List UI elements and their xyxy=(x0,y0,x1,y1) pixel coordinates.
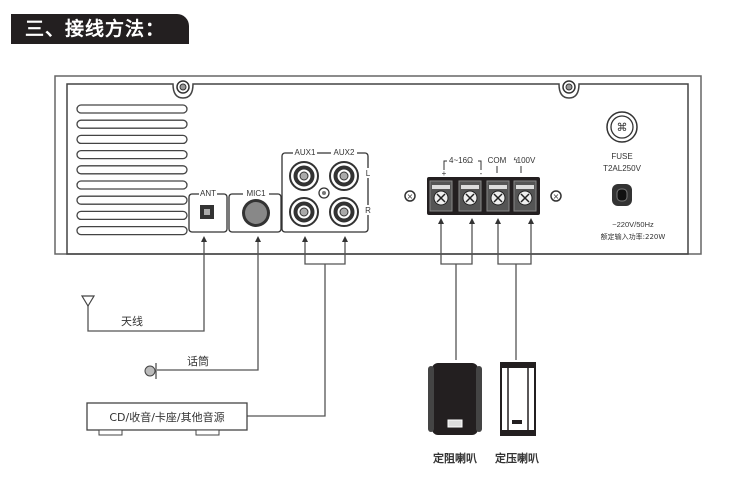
minus-label: - xyxy=(480,169,483,178)
lightning-icon: ϟ xyxy=(513,156,518,165)
mic-label: MIC1 xyxy=(246,189,266,198)
audio-source-label: CD/收音/卡座/其他音源 xyxy=(109,410,224,424)
right-channel-label: R xyxy=(365,206,371,215)
svg-text:⌘: ⌘ xyxy=(617,121,628,134)
vent-slot xyxy=(76,225,188,236)
ant-label: ANT xyxy=(200,189,216,198)
rca-jack-icon[interactable] xyxy=(329,161,359,191)
antenna-icon xyxy=(80,295,96,308)
rca-jack-icon[interactable] xyxy=(289,161,319,191)
vent-slot xyxy=(76,134,188,145)
section-title: 三、接线方法： xyxy=(11,14,189,44)
audio-source-device xyxy=(86,402,248,431)
aux2-label: AUX2 xyxy=(334,148,355,157)
vent-slot xyxy=(76,165,188,175)
vent-slot xyxy=(76,210,188,221)
wiring-lines xyxy=(87,222,532,417)
voltage-speaker-label: 定压喇叭 xyxy=(495,451,539,465)
screw-icon xyxy=(562,80,576,94)
rca-jack-icon[interactable] xyxy=(329,197,359,227)
microphone-icon xyxy=(144,363,157,379)
svg-text:×: × xyxy=(407,192,414,201)
screw-icon xyxy=(176,80,190,94)
microphone-label: 话筒 xyxy=(187,354,209,368)
rca-jack-icon[interactable] xyxy=(289,197,319,227)
vent-slot xyxy=(76,149,188,160)
svg-text:×: × xyxy=(553,192,560,201)
vent-slot xyxy=(76,119,188,129)
rated-power: 额定输入功率:220W xyxy=(601,232,666,241)
plus-label: + xyxy=(442,169,447,178)
antenna-label: 天线 xyxy=(121,314,143,328)
left-channel-label: L xyxy=(366,169,371,178)
aux-port-box xyxy=(281,152,369,233)
v100-label: 100V xyxy=(517,156,536,165)
terminal-screw-icon[interactable] xyxy=(458,180,482,212)
voltage-speaker-icon xyxy=(500,362,536,436)
fuse-rating: T2AL250V xyxy=(603,164,641,173)
aux1-label: AUX1 xyxy=(295,148,316,157)
arrow-heads xyxy=(201,218,534,242)
terminal-block xyxy=(427,177,540,215)
mount-screw-icon xyxy=(550,190,562,202)
terminal-screw-icon[interactable] xyxy=(429,180,453,212)
terminal-screw-icon[interactable] xyxy=(513,180,537,212)
impedance-speaker-label: 定阻喇叭 xyxy=(433,451,477,465)
vent-slots xyxy=(76,104,188,236)
fuse-label: FUSE xyxy=(611,152,632,161)
vent-slot xyxy=(76,104,188,114)
mount-screw-icon xyxy=(404,190,416,202)
power-voltage: ~220V/50Hz xyxy=(612,220,654,229)
fuse-holder-icon[interactable]: ⌘ xyxy=(606,111,638,143)
vent-slot xyxy=(76,180,188,190)
impedance-label: 4~16Ω xyxy=(449,156,473,165)
power-inlet-icon[interactable] xyxy=(612,184,632,206)
vent-slot xyxy=(76,195,188,205)
impedance-speaker-icon xyxy=(428,363,482,435)
terminal-screw-icon[interactable] xyxy=(486,180,510,212)
com-label: COM xyxy=(488,156,507,165)
chassis-inner xyxy=(66,83,689,255)
